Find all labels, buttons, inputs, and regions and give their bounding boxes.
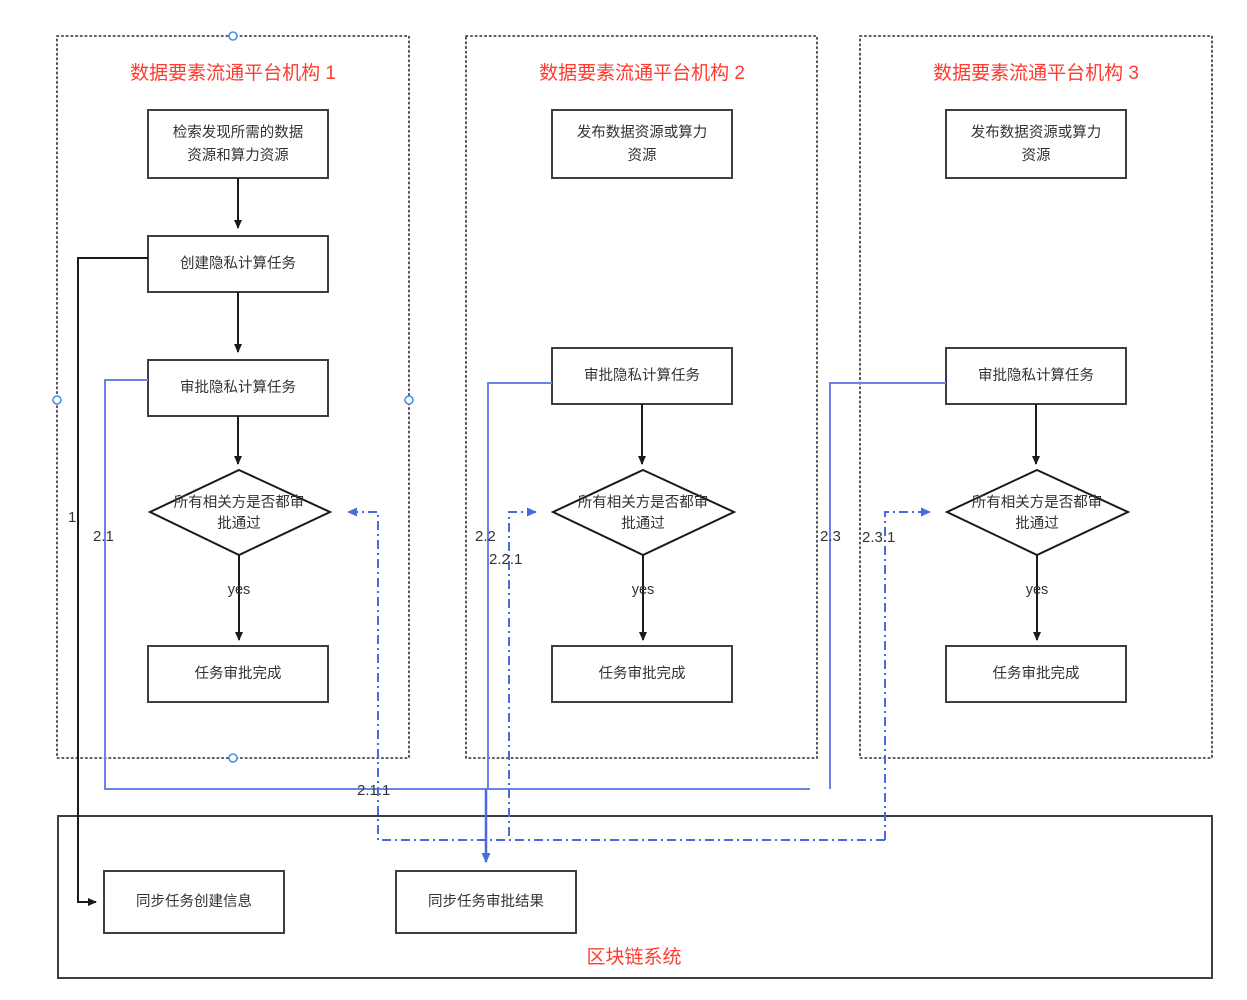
node-org1-create-label: 创建隐私计算任务 [180, 255, 296, 272]
org-title-3: 数据要素流通平台机构 3 [933, 62, 1139, 84]
node-org2-approve-label: 审批隐私计算任务 [584, 367, 700, 384]
yes-label-org2: yes [632, 582, 655, 598]
node-org3-decision[interactable] [944, 468, 1131, 557]
yes-label-org1: yes [228, 582, 251, 598]
node-org1-decision[interactable] [147, 468, 333, 557]
node-org1-approve[interactable] [147, 359, 329, 417]
edge-label-2-1: 2.1 [93, 528, 114, 545]
edge-path-2-3-1-return [884, 507, 931, 840]
node-org2-publish[interactable] [551, 109, 733, 179]
node-org2-decision[interactable] [550, 468, 737, 557]
org-title-1: 数据要素流通平台机构 1 [130, 62, 336, 84]
edge-path-2-2 [487, 382, 552, 789]
org-container-2 [465, 35, 818, 759]
node-org2-publish-line1: 发布数据资源或算力 [577, 124, 708, 141]
node-chain-create-info-label: 同步任务创建信息 [136, 893, 252, 910]
node-org3-publish-line2: 资源 [1022, 147, 1051, 164]
blockchain-container [57, 815, 1213, 979]
node-org1-search[interactable] [147, 109, 329, 179]
edge-label-2-1-1: 2.1.1 [357, 782, 390, 799]
blockchain-title: 区块链系统 [586, 946, 681, 968]
edge-label-2-2-1: 2.2.1 [489, 551, 522, 568]
node-org2-decision-line2: 批通过 [621, 515, 665, 532]
edge-path-2-3 [829, 382, 946, 789]
node-org3-decision-line2: 批通过 [1015, 515, 1059, 532]
node-org3-done-label: 任务审批完成 [993, 665, 1080, 682]
node-org3-approve[interactable] [945, 347, 1127, 405]
edge-path-2-2-1-return [508, 507, 885, 841]
org-title-2: 数据要素流通平台机构 2 [539, 62, 745, 84]
node-org2-approve[interactable] [551, 347, 733, 405]
node-org1-search-line2: 资源和算力资源 [187, 147, 289, 164]
node-org1-done-label: 任务审批完成 [195, 665, 282, 682]
node-org3-approve-label: 审批隐私计算任务 [978, 367, 1094, 384]
node-org1-approve-label: 审批隐私计算任务 [180, 379, 296, 396]
node-chain-create-info[interactable] [103, 870, 285, 934]
node-org1-decision-line2: 批通过 [217, 515, 261, 532]
node-org2-done[interactable] [551, 645, 733, 703]
node-org1-decision-line1: 所有相关方是否都审 [174, 494, 305, 511]
yes-label-org3: yes [1026, 582, 1049, 598]
edge-label-2-3-1: 2.3.1 [862, 529, 895, 546]
node-org2-decision-line1: 所有相关方是否都审 [578, 494, 709, 511]
node-org3-publish-line1: 发布数据资源或算力 [971, 124, 1102, 141]
edge-label-2-2: 2.2 [475, 528, 496, 545]
node-org3-publish[interactable] [945, 109, 1127, 179]
node-org2-publish-line2: 资源 [628, 147, 657, 164]
container-anchor-top[interactable] [228, 31, 238, 41]
edge-label-2-3: 2.3 [820, 528, 841, 545]
node-org2-done-label: 任务审批完成 [599, 665, 686, 682]
container-anchor-right[interactable] [404, 395, 414, 405]
node-org1-done[interactable] [147, 645, 329, 703]
org-container-3 [859, 35, 1213, 759]
container-anchor-left[interactable] [52, 395, 62, 405]
node-org1-search-line1: 检索发现所需的数据 [173, 124, 304, 141]
container-anchor-bottom[interactable] [228, 753, 238, 763]
node-chain-approve-result[interactable] [395, 870, 577, 934]
edge-label-1: 1 [68, 509, 76, 526]
edge-path-2-1 [104, 379, 810, 790]
edge-path-1 [77, 257, 148, 906]
node-chain-approve-result-label: 同步任务审批结果 [428, 893, 544, 910]
node-org3-decision-line1: 所有相关方是否都审 [972, 494, 1103, 511]
node-org3-done[interactable] [945, 645, 1127, 703]
node-org1-create[interactable] [147, 235, 329, 293]
